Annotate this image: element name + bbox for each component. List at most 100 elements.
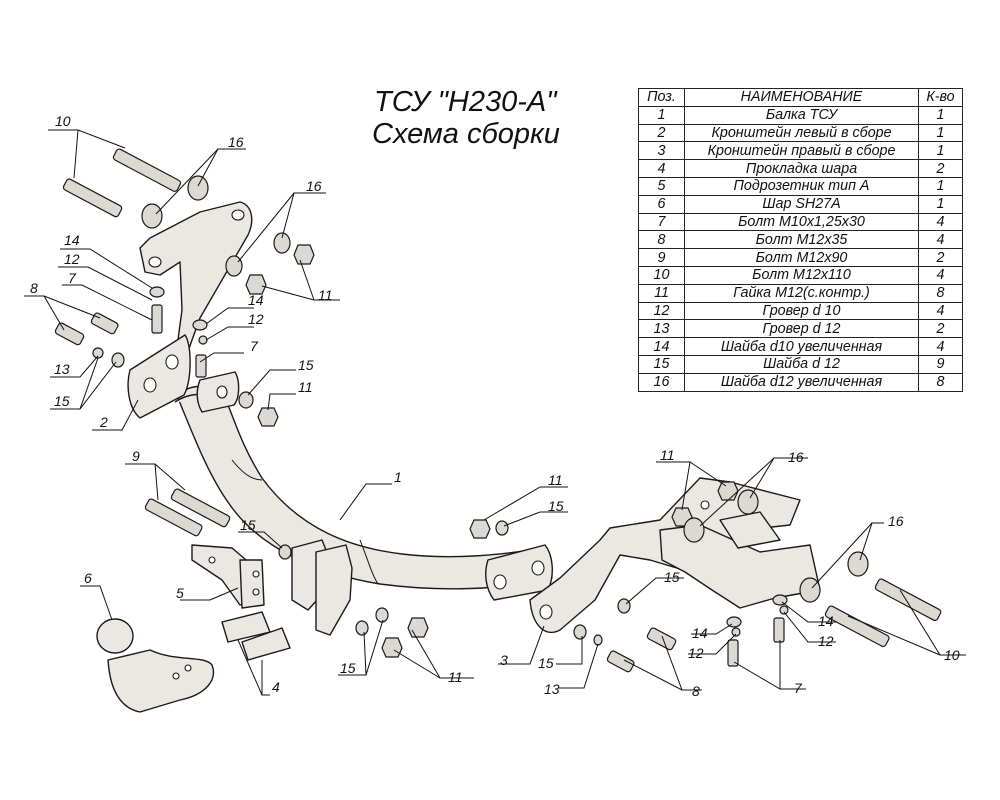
callout-15: 15 xyxy=(664,569,680,585)
table-header-row: Поз. НАИМЕНОВАНИЕ К-во xyxy=(638,88,963,107)
cell-name: Болт М10х1,25х30 xyxy=(684,212,919,232)
cell-name: Болт М12х110 xyxy=(684,265,919,285)
cell-quantity: 9 xyxy=(918,354,963,374)
cell-position: 1 xyxy=(638,105,685,125)
cell-quantity: 2 xyxy=(918,319,963,339)
cell-quantity: 1 xyxy=(918,176,963,196)
callout-5: 5 xyxy=(176,585,184,601)
cell-name: Шар SH27A xyxy=(684,194,919,214)
cell-quantity: 1 xyxy=(918,194,963,214)
cell-quantity: 8 xyxy=(918,372,963,392)
cell-position: 5 xyxy=(638,176,685,196)
callout-11: 11 xyxy=(298,379,313,395)
callout-1: 1 xyxy=(394,469,402,485)
cell-quantity: 4 xyxy=(918,337,963,356)
cell-quantity: 4 xyxy=(918,265,963,285)
callout-16: 16 xyxy=(306,178,322,194)
diagram-title: ТСУ "Н230-А" xyxy=(374,86,557,118)
callout-10: 10 xyxy=(944,647,960,663)
callout-8: 8 xyxy=(692,683,700,699)
callout-14: 14 xyxy=(248,292,264,308)
cell-name: Кронштейн правый в сборе xyxy=(684,141,919,161)
cell-name: Балка ТСУ xyxy=(684,105,919,125)
cell-name: Гайка М12(с.контр.) xyxy=(684,283,919,303)
tow-ball-part-6 xyxy=(96,618,215,713)
fasteners xyxy=(54,148,942,673)
callout-12: 12 xyxy=(248,311,264,327)
cell-position: 16 xyxy=(638,372,685,392)
cell-quantity: 4 xyxy=(918,230,963,250)
cell-position: 4 xyxy=(638,159,685,178)
leader-lines xyxy=(24,129,966,696)
cell-quantity: 8 xyxy=(918,283,963,303)
callout-12: 12 xyxy=(64,251,80,267)
callout-4: 4 xyxy=(272,679,280,695)
cell-position: 6 xyxy=(638,194,685,214)
cell-position: 3 xyxy=(638,141,685,161)
cell-position: 9 xyxy=(638,248,685,267)
callout-11: 11 xyxy=(448,669,463,685)
callout-15: 15 xyxy=(340,660,356,676)
left-bracket-part-2 xyxy=(127,201,253,419)
cell-name: Гровер d 10 xyxy=(684,301,919,321)
cell-quantity: 4 xyxy=(918,301,963,321)
callout-13: 13 xyxy=(544,681,560,697)
cell-name: Прокладка шара xyxy=(684,159,919,178)
callout-9: 9 xyxy=(132,448,140,464)
cell-quantity: 1 xyxy=(918,105,963,125)
callout-14: 14 xyxy=(64,232,80,248)
callout-14: 14 xyxy=(818,613,834,629)
callout-15: 15 xyxy=(538,655,554,671)
callout-8: 8 xyxy=(30,280,38,296)
callout-2: 2 xyxy=(99,414,108,430)
callout-10: 10 xyxy=(55,113,71,129)
callout-16: 16 xyxy=(888,513,904,529)
callout-7: 7 xyxy=(250,338,259,354)
right-bracket-part-3 xyxy=(529,477,821,633)
cell-position: 11 xyxy=(638,283,685,303)
callout-15: 15 xyxy=(298,357,314,373)
callout-11: 11 xyxy=(548,472,563,488)
socket-bracket-part-5 xyxy=(191,544,265,609)
callout-16: 16 xyxy=(788,449,804,465)
cell-name: Шайба d 12 xyxy=(684,354,919,374)
cell-quantity: 2 xyxy=(918,159,963,178)
callout-numbers: 10 16 16 14 12 8 7 13 15 2 11 14 12 7 15… xyxy=(30,113,960,699)
header-quantity: К-во xyxy=(918,88,963,107)
diagram-subtitle: Схема сборки xyxy=(372,118,560,150)
callout-6: 6 xyxy=(84,570,92,586)
callout-12: 12 xyxy=(688,645,704,661)
cell-position: 14 xyxy=(638,337,685,356)
callout-12: 12 xyxy=(818,633,834,649)
callout-16: 16 xyxy=(228,134,244,150)
cell-quantity: 4 xyxy=(918,212,963,232)
ball-spacers-part-4 xyxy=(221,611,291,661)
cell-quantity: 1 xyxy=(918,123,963,143)
callout-11: 11 xyxy=(660,447,675,463)
header-name: НАИМЕНОВАНИЕ xyxy=(684,88,919,107)
cell-position: 8 xyxy=(638,230,685,250)
cell-position: 10 xyxy=(638,265,685,285)
center-clamp xyxy=(291,539,353,636)
cell-name: Гровер d 12 xyxy=(684,319,919,339)
header-position: Поз. xyxy=(638,88,685,107)
cell-position: 15 xyxy=(638,354,685,374)
cell-quantity: 1 xyxy=(918,141,963,161)
